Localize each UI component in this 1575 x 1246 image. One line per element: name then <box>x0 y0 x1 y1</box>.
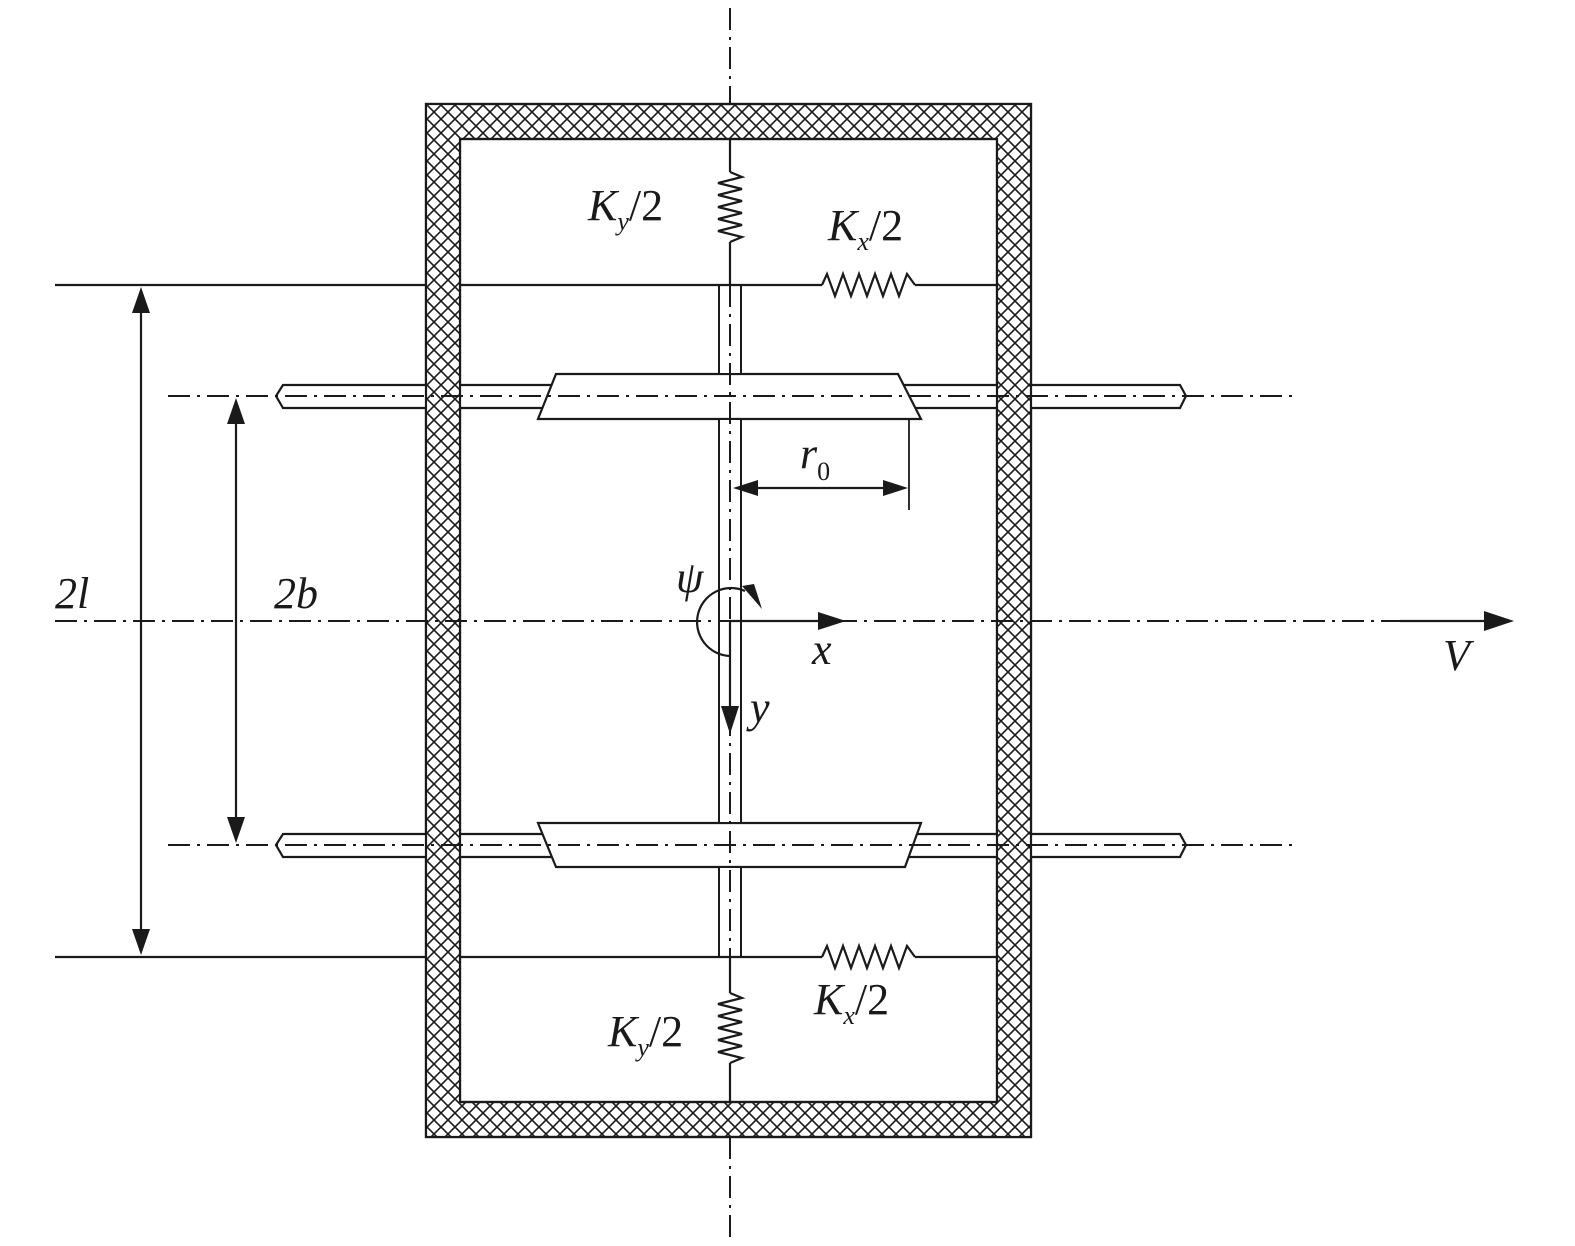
x-axis-arrow <box>730 612 846 630</box>
y-axis-arrow <box>721 621 739 734</box>
dimension-2l <box>55 283 730 959</box>
label-kx-bottom: Kx/2 <box>813 975 889 1030</box>
label-velocity: V <box>1443 631 1475 680</box>
label-ky-bottom: Ky/2 <box>607 1007 683 1062</box>
bottom-lateral-spring <box>717 957 746 1102</box>
label-r0: r0 <box>800 429 830 486</box>
label-2l: 2l <box>55 569 89 618</box>
label-x-axis: x <box>811 625 832 674</box>
top-lateral-spring <box>717 139 746 285</box>
label-psi: ψ <box>676 553 704 602</box>
top-longitudinal-spring <box>730 270 997 300</box>
velocity-arrow <box>1400 611 1514 631</box>
yaw-rotation-icon <box>695 584 762 658</box>
bottom-longitudinal-spring <box>730 942 997 972</box>
label-y-axis: y <box>746 683 770 732</box>
dimension-r0 <box>733 419 910 510</box>
label-ky-top: Ky/2 <box>587 181 663 236</box>
dimension-2b <box>227 398 245 843</box>
label-2b: 2b <box>274 569 318 618</box>
label-kx-top: Kx/2 <box>827 201 903 256</box>
